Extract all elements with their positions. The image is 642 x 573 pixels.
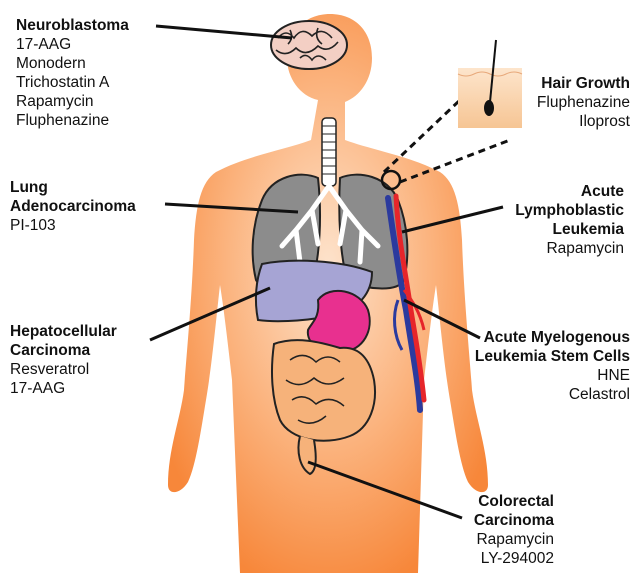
drug-item: Monodern bbox=[16, 54, 129, 73]
hair-follicle-icon bbox=[458, 40, 522, 128]
drug-item: Fluphenazine bbox=[537, 93, 630, 112]
trachea-icon bbox=[322, 118, 336, 186]
label-lung-adenocarcinoma: Lung Adenocarcinoma PI-103 bbox=[10, 178, 136, 235]
title-aml: Leukemia Stem Cells bbox=[475, 347, 630, 366]
title-neuroblastoma: Neuroblastoma bbox=[16, 16, 129, 35]
label-hepatocellular-carcinoma: Hepatocellular Carcinoma Resveratrol 17-… bbox=[10, 322, 117, 398]
title-all: Lymphoblastic bbox=[515, 201, 624, 220]
drug-item: 17-AAG bbox=[16, 35, 129, 54]
brain-icon bbox=[271, 21, 347, 69]
title-all: Acute bbox=[515, 182, 624, 201]
zoom-line-upper bbox=[384, 100, 460, 172]
drug-item: Rapamycin bbox=[16, 92, 129, 111]
drug-item: Celastrol bbox=[475, 385, 630, 404]
drug-item: Rapamycin bbox=[474, 530, 554, 549]
drug-item: 17-AAG bbox=[10, 379, 117, 398]
zoom-line-lower bbox=[400, 140, 510, 182]
title-lung: Lung bbox=[10, 178, 136, 197]
label-colorectal-carcinoma: Colorectal Carcinoma Rapamycin LY-294002 bbox=[474, 492, 554, 568]
title-hair-growth: Hair Growth bbox=[537, 74, 630, 93]
title-crc: Colorectal bbox=[474, 492, 554, 511]
drug-item: Fluphenazine bbox=[16, 111, 129, 130]
title-lung: Adenocarcinoma bbox=[10, 197, 136, 216]
title-aml: Acute Myelogenous bbox=[475, 328, 630, 347]
drug-item: PI-103 bbox=[10, 216, 136, 235]
label-hair-growth: Hair Growth Fluphenazine Iloprost bbox=[537, 74, 630, 131]
title-hcc: Carcinoma bbox=[10, 341, 117, 360]
drug-item: Resveratrol bbox=[10, 360, 117, 379]
drug-item: Iloprost bbox=[537, 112, 630, 131]
label-neuroblastoma: Neuroblastoma 17-AAG Monodern Trichostat… bbox=[16, 16, 129, 130]
title-crc: Carcinoma bbox=[474, 511, 554, 530]
label-acute-lymphoblastic-leukemia: Acute Lymphoblastic Leukemia Rapamycin bbox=[515, 182, 624, 258]
title-hcc: Hepatocellular bbox=[10, 322, 117, 341]
label-acute-myelogenous-leukemia: Acute Myelogenous Leukemia Stem Cells HN… bbox=[475, 328, 630, 404]
drug-item: HNE bbox=[475, 366, 630, 385]
title-all: Leukemia bbox=[515, 220, 624, 239]
drug-item: LY-294002 bbox=[474, 549, 554, 568]
drug-item: Trichostatin A bbox=[16, 73, 129, 92]
drug-item: Rapamycin bbox=[515, 239, 624, 258]
